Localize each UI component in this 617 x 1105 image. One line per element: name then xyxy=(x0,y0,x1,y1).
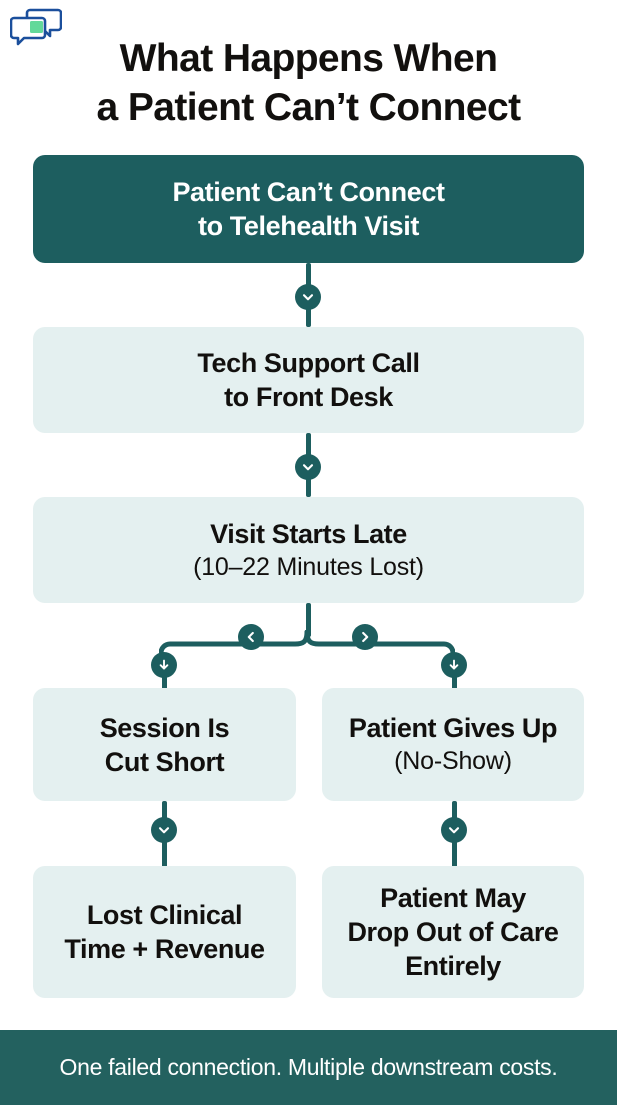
chevron-down-icon xyxy=(295,284,321,310)
chevron-left-icon xyxy=(238,624,264,650)
flow-node-headline: Visit Starts Late xyxy=(210,518,407,549)
chat-bubbles-logo xyxy=(9,6,63,46)
arrow-down-icon xyxy=(151,652,177,678)
flow-node-headline: Patient Gives Up xyxy=(348,713,558,743)
flow-node-headline: Session Is xyxy=(99,712,230,743)
flow-node-headline: to Telehealth Visit xyxy=(198,211,419,241)
flow-node-visit-starts-late: Visit Starts Late (10–22 Minutes Lost) xyxy=(33,497,584,603)
page-title: What Happens When a Patient Can’t Connec… xyxy=(0,34,617,132)
chevron-right-icon xyxy=(352,624,378,650)
flow-node-headline: to Front Desk xyxy=(224,382,393,412)
branch-connector xyxy=(158,629,456,673)
flow-node-lost-clinical-time-revenue: Lost Clinical Time + Revenue xyxy=(33,866,296,998)
chevron-down-icon xyxy=(151,817,177,843)
connector-line xyxy=(306,603,311,637)
flow-node-headline: Time + Revenue xyxy=(64,934,265,964)
flow-node-patient-gives-up: Patient Gives Up (No-Show) xyxy=(322,688,584,801)
chevron-down-icon xyxy=(441,817,467,843)
footer-text: One failed connection. Multiple downstre… xyxy=(59,1054,558,1080)
flow-node-headline: Entirely xyxy=(405,951,501,981)
page-title-line-1: What Happens When xyxy=(119,37,498,80)
flow-node-headline: Patient Can’t Connect xyxy=(172,177,445,207)
arrow-down-icon xyxy=(441,652,467,678)
chevron-down-icon xyxy=(295,454,321,480)
flow-node-subtext: (No-Show) xyxy=(394,747,512,775)
flow-node-patient-may-drop-out: Patient May Drop Out of Care Entirely xyxy=(322,866,584,998)
flow-node-headline: Patient May xyxy=(380,883,526,913)
flow-node-headline: Cut Short xyxy=(104,746,225,777)
page-title-line-2: a Patient Can’t Connect xyxy=(96,86,522,129)
flow-node-headline: Drop Out of Care xyxy=(347,917,559,947)
flow-node-session-cut-short: Session Is Cut Short xyxy=(33,688,296,801)
flow-node-headline: Tech Support Call xyxy=(197,348,420,378)
flow-node-tech-support-call: Tech Support Call to Front Desk xyxy=(33,327,584,433)
flow-node-patient-cant-connect: Patient Can’t Connect to Telehealth Visi… xyxy=(33,155,584,263)
footer-banner: One failed connection. Multiple downstre… xyxy=(0,1030,617,1105)
flow-node-subtext: (10–22 Minutes Lost) xyxy=(193,552,424,581)
flow-node-headline: Lost Clinical xyxy=(86,900,243,930)
